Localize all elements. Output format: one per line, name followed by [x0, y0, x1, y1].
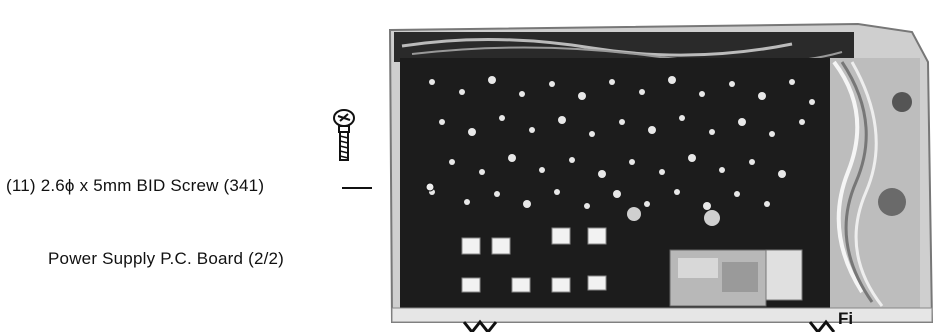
screw-icon: [333, 109, 355, 161]
screw-callout-label: (11) 2.6ϕ x 5mm BID Screw (341): [6, 176, 265, 195]
board-callout-label: Power Supply P.C. Board (2/2): [48, 249, 285, 268]
figure-caption-fragment: Fi: [838, 309, 854, 328]
unit-photograph: [372, 22, 938, 332]
